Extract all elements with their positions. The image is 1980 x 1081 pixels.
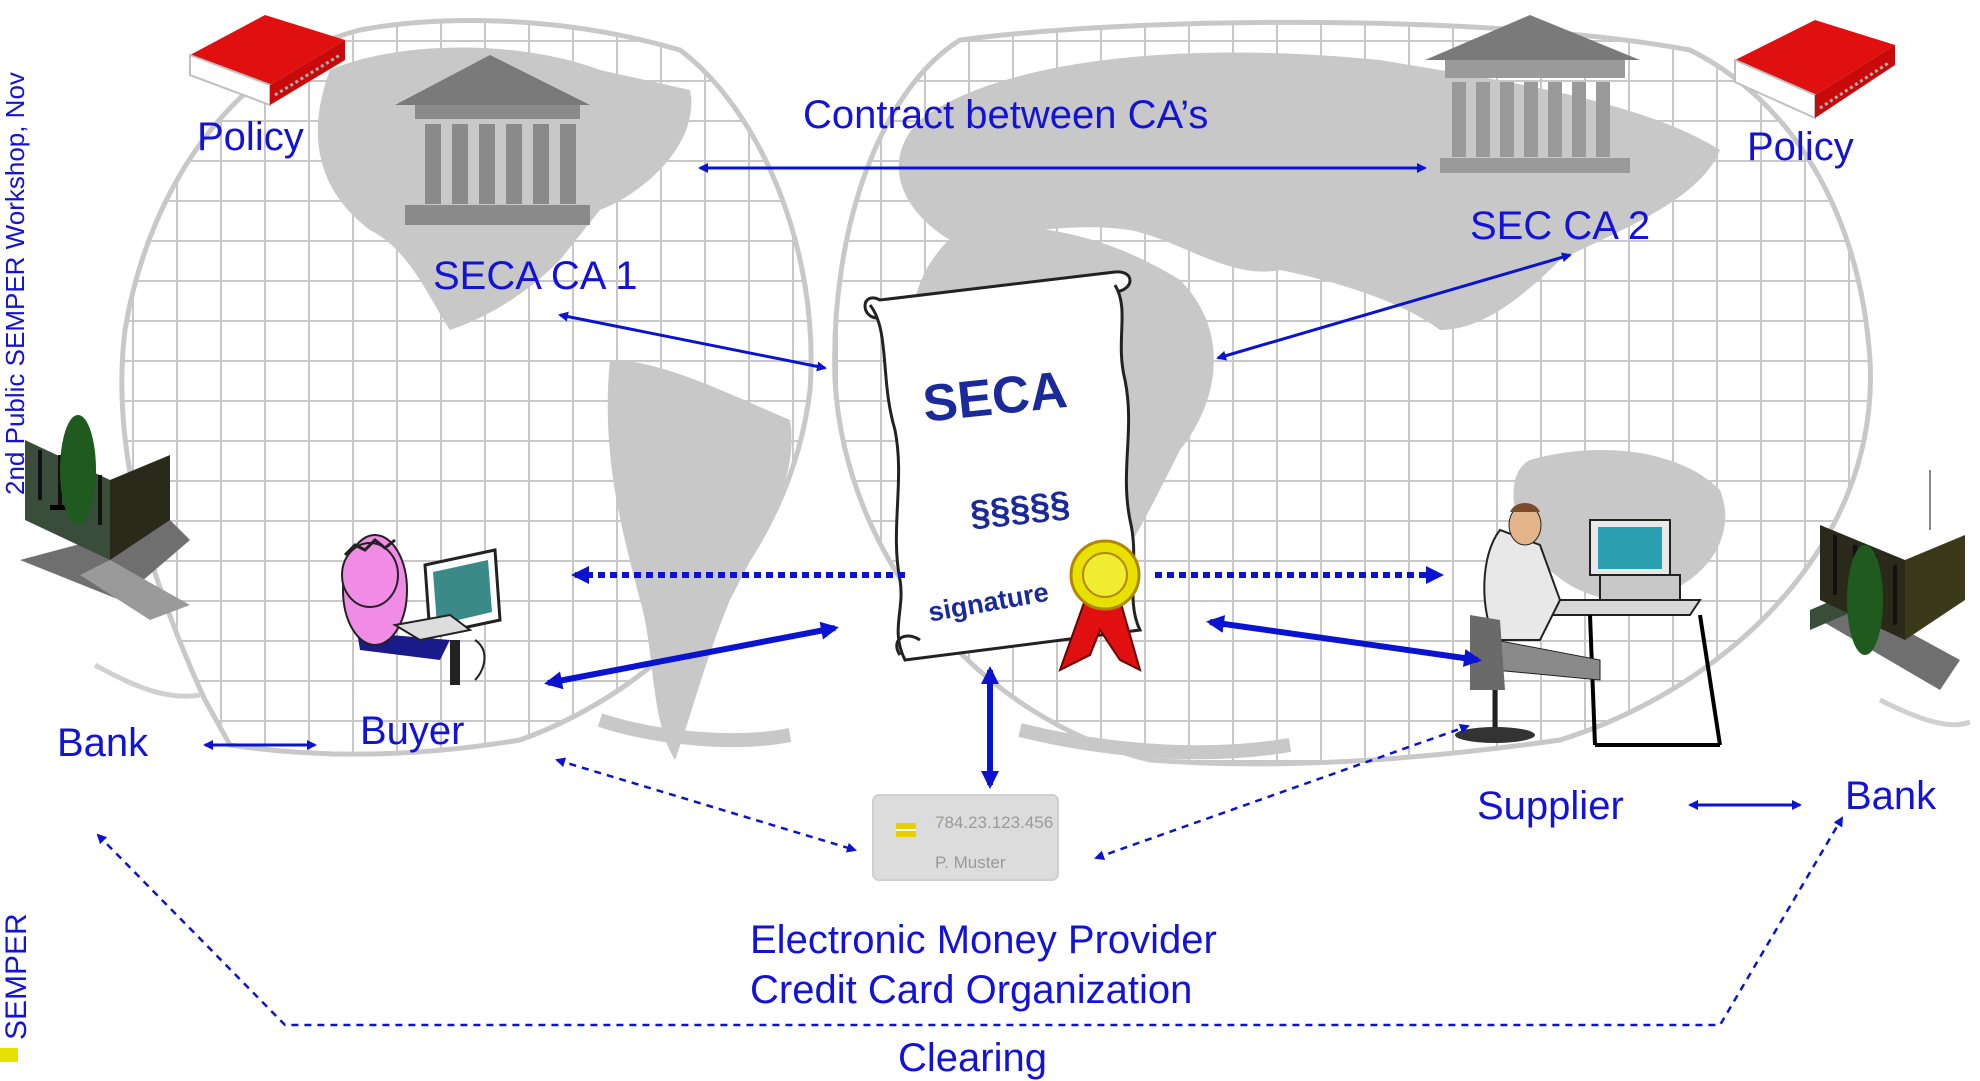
ca1-temple [395, 55, 590, 225]
card-number: 784.23.123.456 [935, 813, 1054, 832]
seal-ribbon [1058, 539, 1142, 673]
clearing-dashed-arrow [96, 816, 1844, 1027]
brand-sidebar-text: SEMPER [0, 913, 33, 1040]
card-holder: P. Muster [935, 853, 1006, 872]
antarctica-left [597, 713, 792, 747]
ca1-scroll-arrow [558, 311, 827, 372]
bank-left-building [20, 415, 201, 699]
provider-line2-label: Credit Card Organization [750, 968, 1193, 1012]
ca2-temple [1425, 15, 1640, 173]
buyer-scroll-arrow [544, 621, 839, 690]
clearing-label: Clearing [898, 1036, 1047, 1080]
policy-left-label: Policy [197, 115, 304, 159]
ca1-label: SECA CA 1 [433, 254, 638, 298]
bank-right-label: Bank [1845, 774, 1937, 818]
north-america [317, 47, 692, 330]
policy-right-label: Policy [1747, 125, 1854, 169]
buyer-label: Buyer [360, 709, 465, 753]
ca2-label: SEC CA 2 [1470, 204, 1651, 248]
workshop-sidebar-text: 2nd Public SEMPER Workshop, Nov [0, 72, 30, 495]
supplier-figure [1455, 503, 1722, 747]
brand-icon [0, 1048, 18, 1062]
supplier-scroll-arrow [1206, 615, 1482, 667]
bank-right-building [1810, 470, 1971, 728]
supplier-label: Supplier [1477, 784, 1624, 828]
bank-left-label: Bank [57, 721, 149, 765]
contract-label: Contract between CA’s [803, 93, 1209, 137]
ca2-scroll-arrow [1216, 252, 1572, 361]
policy-book-left [189, 15, 345, 107]
provider-line1-label: Electronic Money Provider [750, 918, 1217, 962]
south-america [607, 360, 792, 760]
buyer-card-dashed-arrow [555, 757, 857, 853]
policy-book-right [1734, 20, 1895, 120]
buyer-figure [341, 534, 502, 685]
